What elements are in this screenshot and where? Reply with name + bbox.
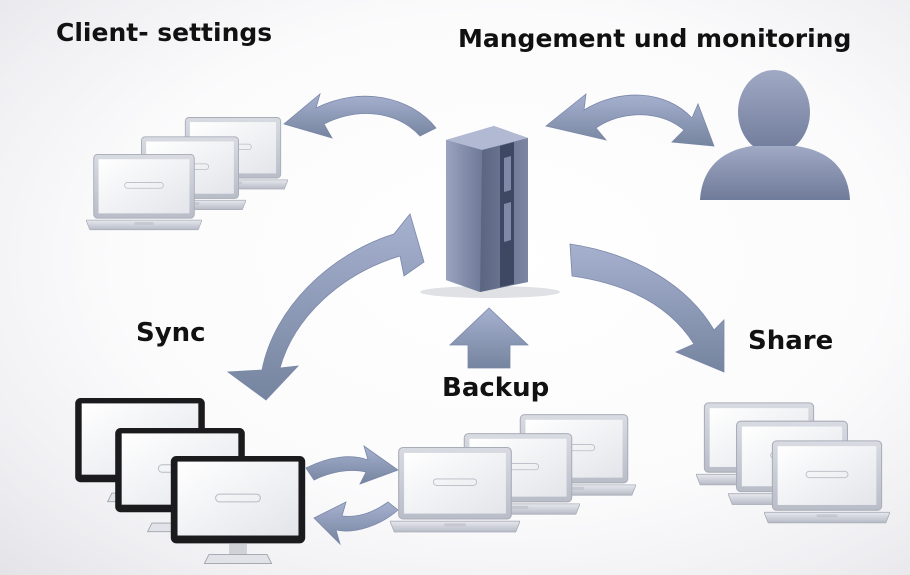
- up-arrow-icon: [448, 307, 530, 369]
- curved-arrow-icon: [283, 92, 437, 139]
- management-monitoring-label: Mangement und monitoring: [458, 24, 852, 53]
- curved-arrow-icon: [313, 501, 399, 546]
- laptop-icon: [390, 446, 520, 533]
- curved-arrow-icon: [569, 243, 725, 373]
- server-icon: [420, 126, 560, 298]
- curved-arrow-icon: [545, 93, 715, 147]
- curved-arrow-icon: [305, 445, 399, 485]
- client-settings-label: Client- settings: [56, 18, 273, 47]
- monitor-icon: [170, 456, 306, 565]
- backup-laptops: [390, 414, 636, 533]
- sync-label: Sync: [136, 318, 206, 348]
- laptop-icon: [764, 440, 890, 524]
- backup-label: Backup: [442, 373, 550, 403]
- curved-arrow-icon: [226, 213, 425, 401]
- user-icon: [700, 70, 850, 200]
- client-laptops: [86, 117, 288, 231]
- share-laptops: [696, 402, 890, 524]
- laptop-icon: [86, 154, 202, 231]
- sync-monitors: [74, 398, 306, 565]
- share-label: Share: [748, 326, 834, 356]
